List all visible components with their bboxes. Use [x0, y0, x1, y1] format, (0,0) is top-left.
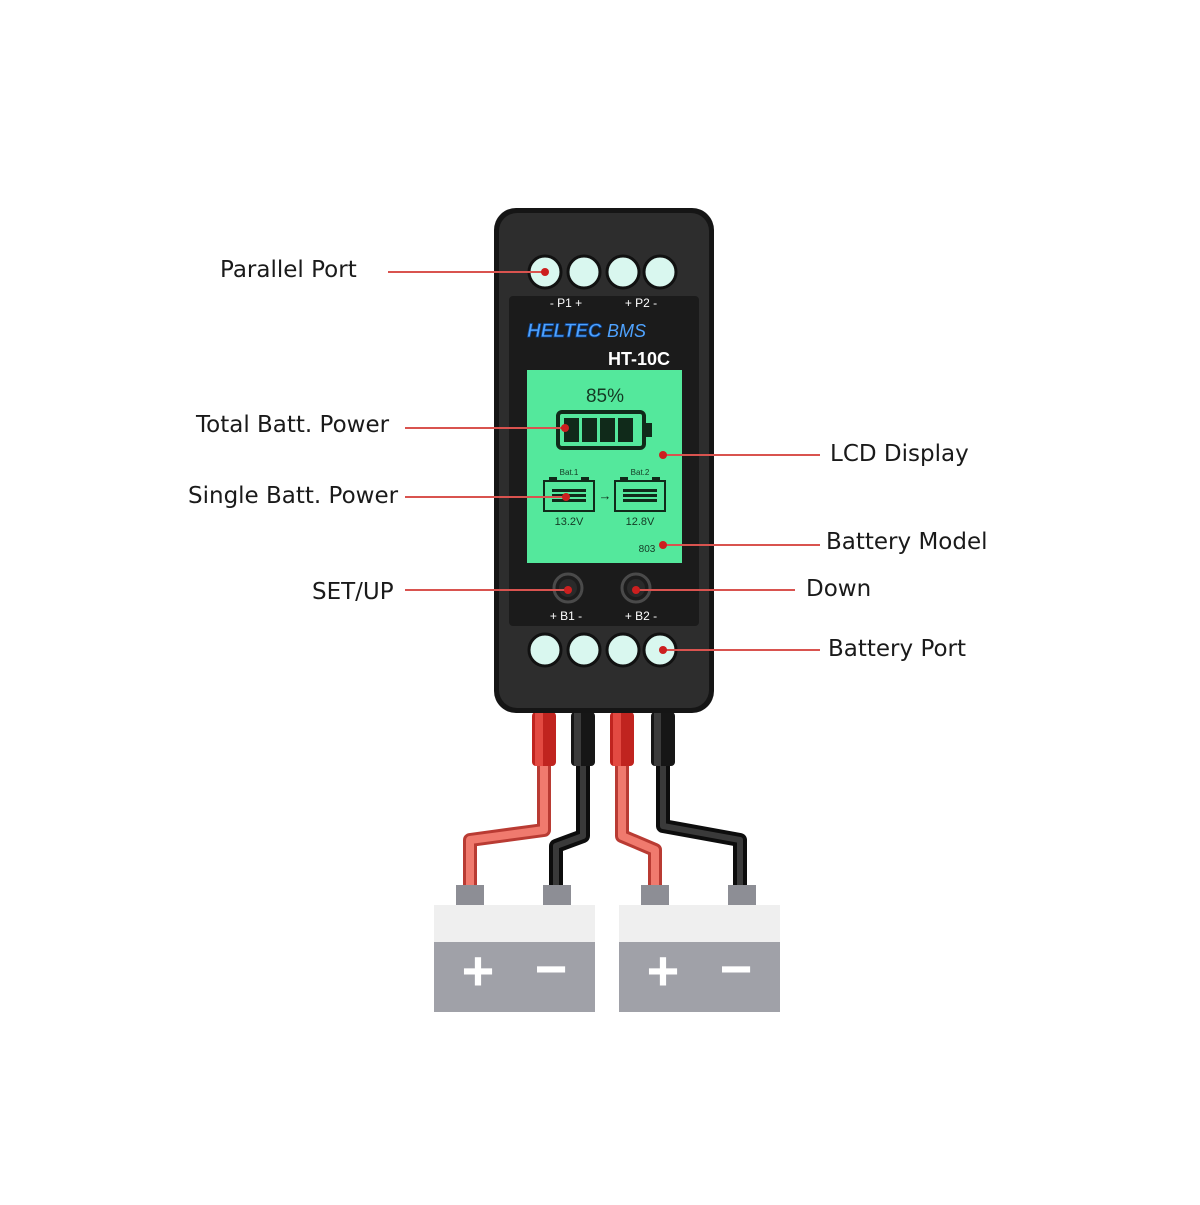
battery-right-plus: +: [647, 939, 680, 1002]
p2-label: + P2 -: [625, 296, 657, 310]
b2-label: + B2 -: [625, 609, 657, 623]
callout-lines: [388, 271, 820, 651]
red-wire-b2: [615, 760, 662, 895]
callout-battery-model: Battery Model: [826, 529, 988, 555]
bat2-voltage: 12.8V: [626, 516, 655, 528]
bat1-label: Bat.1: [560, 468, 579, 477]
connector-sleeves: [532, 712, 675, 766]
p1-label: - P1 +: [550, 296, 582, 310]
battery-terminals: [527, 632, 678, 668]
wires: [463, 760, 747, 895]
b1-label: + B1 -: [550, 609, 582, 623]
callout-lcd-display: LCD Display: [830, 441, 969, 467]
battery-right-minus: −: [720, 937, 753, 1000]
battery-terminal-1: [527, 632, 563, 668]
battery-model-code: 803: [639, 544, 656, 555]
bat1-voltage: 13.2V: [555, 516, 584, 528]
brand-logo: HELTEC: [527, 321, 602, 342]
model-name: HT-10C: [608, 349, 670, 369]
parallel-terminal-2: [566, 254, 602, 290]
battery-terminal-3: [605, 632, 641, 668]
callout-battery-port: Battery Port: [828, 636, 967, 662]
callout-set-up: SET/UP: [312, 579, 394, 605]
callout-down: Down: [806, 576, 872, 602]
battery-left-plus: +: [462, 939, 495, 1002]
callout-total-batt-power: Total Batt. Power: [196, 412, 390, 438]
battery-left: + −: [434, 885, 595, 1012]
total-battery-icon: [556, 410, 652, 450]
black-wire-b1: [549, 760, 590, 895]
bat2-label: Bat.2: [631, 468, 650, 477]
parallel-terminal-3: [605, 254, 641, 290]
callout-dots: [541, 268, 667, 654]
lcd-display: 85% Bat.1 13.2V → Bat.2: [527, 370, 682, 563]
brand-suffix: BMS: [607, 321, 646, 341]
bat-arrow: →: [599, 488, 612, 503]
callout-single-batt-power: Single Batt. Power: [188, 483, 399, 509]
battery-terminal-2: [566, 632, 602, 668]
parallel-terminal-4: [642, 254, 678, 290]
battery-right: + −: [619, 885, 780, 1012]
bat2-icon: [614, 477, 666, 512]
callout-parallel-port: Parallel Port: [220, 257, 357, 283]
battery-left-minus: −: [535, 937, 568, 1000]
total-percent: 85%: [586, 386, 624, 407]
